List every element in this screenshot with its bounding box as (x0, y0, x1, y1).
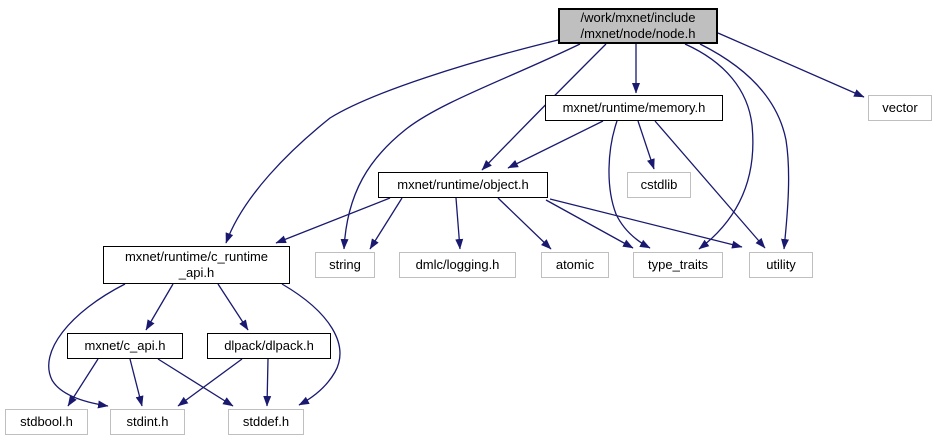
edge-object_h-c_runtime_api_h (275, 197, 391, 244)
node-string: string (315, 252, 375, 278)
edge-node_h-string (340, 43, 581, 250)
node-type-traits: type_traits (633, 252, 723, 278)
edge-c_runtime_api_h-mxnet_c_api_h (145, 283, 174, 331)
edge-object_h-atomic (497, 197, 552, 250)
edge-mxnet_c_api_h-stdint_h (129, 358, 144, 407)
node-mxnet-runtime-c-runtime-api-h[interactable]: mxnet/runtime/c_runtime _api.h (103, 246, 290, 284)
node-atomic: atomic (541, 252, 609, 278)
node-cstdlib: cstdlib (627, 172, 691, 198)
node-stdint-h: stdint.h (110, 409, 185, 435)
edge-memory_h-object_h (507, 120, 604, 169)
edge-node_h-utility (699, 43, 790, 250)
edge-node_h-vector (717, 32, 865, 98)
edge-object_h-type_traits (545, 199, 634, 249)
node-dmlc-logging-h: dmlc/logging.h (399, 252, 516, 278)
edge-mxnet_c_api_h-stdbool_h (67, 358, 99, 407)
node-stddef-h: stddef.h (228, 409, 304, 435)
edge-memory_h-type_traits (608, 120, 651, 249)
edge-object_h-dmlc_logging_h (455, 197, 464, 250)
node-root-node-h: /work/mxnet/include /mxnet/node/node.h (558, 8, 718, 44)
edge-node_h-type_traits (684, 43, 754, 250)
edge-node_h-c_runtime_api_h (225, 39, 559, 244)
edge-c_runtime_api_h-stdint_h (48, 283, 126, 409)
node-dlpack-dlpack-h[interactable]: dlpack/dlpack.h (207, 333, 331, 359)
node-vector: vector (868, 95, 932, 121)
edge-mxnet_c_api_h-stddef_h (157, 358, 234, 407)
edge-memory_h-cstdlib (637, 120, 655, 170)
node-mxnet-runtime-object-h[interactable]: mxnet/runtime/object.h (378, 172, 548, 198)
edge-memory_h-utility (654, 120, 766, 249)
edge-dlpack_h-stddef_h (263, 358, 272, 407)
edge-c_runtime_api_h-stddef_h (281, 283, 341, 406)
edge-dlpack_h-stdint_h (177, 358, 243, 407)
edge-object_h-string (369, 197, 403, 250)
node-utility: utility (749, 252, 813, 278)
edge-c_runtime_api_h-dlpack_h (217, 283, 249, 331)
node-mxnet-runtime-memory-h[interactable]: mxnet/runtime/memory.h (545, 95, 723, 121)
node-stdbool-h: stdbool.h (5, 409, 88, 435)
node-mxnet-c-api-h[interactable]: mxnet/c_api.h (67, 333, 183, 359)
edge-object_h-utility (549, 198, 743, 249)
